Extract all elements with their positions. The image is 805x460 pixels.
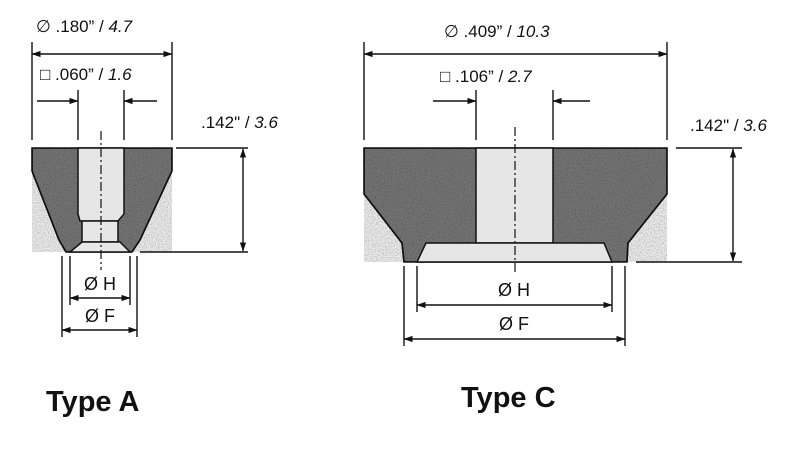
type-c-f-label: Ø F [499, 314, 529, 334]
type-a-h-label: Ø H [84, 274, 116, 294]
type-a-outer-diameter-label: ∅ .180” / 4.7 [36, 17, 133, 36]
type-a-drawing: ∅ .180” / 4.7 □ .060” / 1.6 .142" / 3.6 … [31, 17, 278, 418]
type-c-outer-diameter-label: ∅ .409” / 10.3 [444, 22, 550, 41]
type-c-height-label: .142" / 3.6 [690, 116, 767, 135]
type-a-f-label: Ø F [85, 306, 115, 326]
type-c-height-dimension: .142" / 3.6 [636, 116, 767, 263]
type-a-title: Type A [46, 386, 140, 418]
type-a-square-dimension: □ .060” / 1.6 [37, 65, 157, 140]
type-c-title: Type C [461, 382, 556, 414]
type-c-f-dimension: Ø F [403, 266, 626, 346]
type-c-drawing: ∅ .409” / 10.3 □ .106” / 2.7 .142" / 3.6… [363, 22, 767, 414]
type-c-h-dimension: Ø H [416, 266, 613, 312]
type-a-square-label: □ .060” / 1.6 [40, 65, 132, 84]
type-a-f-dimension: Ø F [61, 256, 138, 337]
type-c-outer-diameter-dimension: ∅ .409” / 10.3 [363, 22, 668, 140]
type-c-h-label: Ø H [498, 280, 530, 300]
type-c-square-label: □ .106” / 2.7 [440, 67, 532, 86]
type-a-height-dimension: .142" / 3.6 [140, 113, 278, 253]
type-a-h-dimension: Ø H [69, 256, 131, 305]
type-a-outer-diameter-dimension: ∅ .180” / 4.7 [31, 17, 173, 140]
type-a-height-label: .142" / 3.6 [201, 113, 278, 132]
type-c-square-dimension: □ .106” / 2.7 [433, 67, 590, 140]
